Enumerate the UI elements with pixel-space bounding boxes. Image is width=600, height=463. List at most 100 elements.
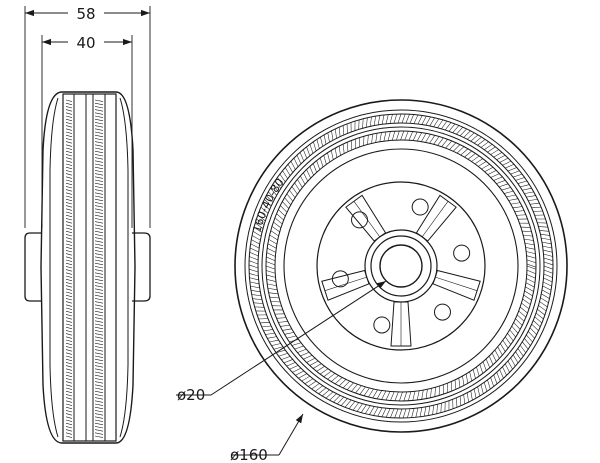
tread-hatch-line <box>541 237 551 240</box>
tread-hatch-line <box>267 283 277 286</box>
tread-hatch-line <box>278 321 288 323</box>
tread-hatch-line <box>493 176 503 181</box>
tread-hatch-line <box>412 391 416 401</box>
tread-hatch-line <box>440 403 442 413</box>
tread-hatch-line <box>543 257 553 261</box>
tread-hatch-line <box>286 193 294 202</box>
side-hatch-line <box>94 253 104 256</box>
tread-hatch-line <box>407 408 411 418</box>
tread-hatch-line <box>391 131 396 141</box>
side-hatch-line <box>94 115 104 118</box>
tread-hatch-line <box>432 405 434 415</box>
tread-hatch-line <box>280 324 290 327</box>
hub-spokes <box>321 194 481 347</box>
tread-hatch-line <box>542 285 552 291</box>
side-hatch-line <box>94 131 104 134</box>
side-hatch-line <box>94 166 104 170</box>
side-hatch-line <box>65 189 73 192</box>
side-hatch-line <box>65 390 73 394</box>
tread-hatch-line <box>255 222 264 229</box>
tread-hatch-line <box>373 407 379 416</box>
side-hatch-line <box>65 378 73 381</box>
tread-hatch-line <box>249 277 259 281</box>
tread-hatch-line <box>456 126 464 135</box>
tread-hatch-line <box>249 281 260 285</box>
tread-hatch-line <box>473 388 477 399</box>
side-hatch-line <box>65 326 73 330</box>
side-hub-left <box>24 232 42 302</box>
tread-hatch-line <box>281 356 291 360</box>
tread-hatch-line <box>484 167 494 173</box>
tread-hatch-line <box>348 401 356 410</box>
tread-hatch-line <box>372 389 378 399</box>
tread-hatch-line <box>276 349 286 354</box>
side-hatch-line <box>65 131 73 134</box>
side-hatch-line <box>94 170 104 173</box>
side-hatch-line <box>94 435 104 438</box>
side-hatch-line <box>94 272 104 275</box>
tread-hatch-line <box>528 199 538 201</box>
side-hatch-line <box>65 221 73 224</box>
tread-hatch-line <box>538 305 547 312</box>
tread-hatch-line <box>333 395 341 403</box>
tread-hatch-line <box>500 343 506 352</box>
side-hatch-line <box>65 362 73 365</box>
tread-hatch-line <box>249 273 259 277</box>
tread-hatch-line <box>252 231 262 237</box>
tread-hatch-line <box>261 325 272 328</box>
tread-hatch-line <box>268 191 275 200</box>
tread-hatch-line <box>543 277 553 283</box>
side-hatch-line <box>65 339 73 342</box>
side-hatch-line <box>94 371 104 374</box>
tread-hatch-line <box>278 209 286 217</box>
tread-hatch-line <box>543 265 554 270</box>
tread-hatch-line <box>359 386 366 395</box>
tread-hatch-line <box>428 406 431 416</box>
tread-hatch-line <box>511 325 519 334</box>
tread-hatch-line <box>441 139 448 147</box>
tread-hatch-line <box>441 120 448 129</box>
tread-hatch-line <box>543 249 553 253</box>
tread-hatch-line <box>515 351 522 360</box>
tread-hatch-line <box>504 336 511 345</box>
side-hatch-line <box>65 416 73 419</box>
tread-hatch-line <box>260 206 269 214</box>
spoke-centerline <box>324 276 367 292</box>
side-hatch-line <box>94 230 104 234</box>
tread-hatch-line <box>522 187 532 191</box>
tread-hatch-line <box>330 150 334 160</box>
side-hatch-line <box>65 205 73 208</box>
tread-hatch-line <box>453 144 461 152</box>
tread-hatch-line <box>449 142 457 150</box>
tread-hatch-line <box>425 389 428 399</box>
side-hatch-line <box>94 266 104 269</box>
tread-hatch-line <box>282 201 290 209</box>
side-hatch-line <box>65 371 73 374</box>
tread-hatch-line <box>496 180 506 184</box>
tread-hatch-line <box>251 294 262 297</box>
tread-hatch-line <box>487 146 496 153</box>
tread-hatch-line <box>524 242 535 246</box>
tread-hatch-line <box>529 202 540 205</box>
side-hatch-line <box>65 262 73 266</box>
tread-hatch-line <box>267 336 277 339</box>
side-hatch-line <box>65 368 73 371</box>
tread-hatch-line <box>518 310 527 318</box>
side-hatch-line <box>94 365 104 368</box>
side-hatch-line <box>65 320 73 323</box>
side-hatch-line <box>94 141 104 144</box>
side-hatch-line <box>94 122 104 125</box>
tread-hatch-line <box>541 293 550 299</box>
side-hatch-line <box>94 259 104 262</box>
tread-hatch-line <box>508 198 519 201</box>
tread-hatch-line <box>517 348 524 357</box>
side-hatch-line <box>65 298 73 301</box>
side-hatch-line <box>94 314 104 317</box>
side-hatch-line <box>94 294 104 298</box>
side-hatch-line <box>94 275 104 278</box>
tread-hatch-line <box>510 202 521 205</box>
tread-hatch-line <box>429 135 436 144</box>
tread-hatch-line <box>535 312 544 320</box>
side-hatch-line <box>94 397 104 400</box>
side-hatch-line <box>65 192 73 195</box>
